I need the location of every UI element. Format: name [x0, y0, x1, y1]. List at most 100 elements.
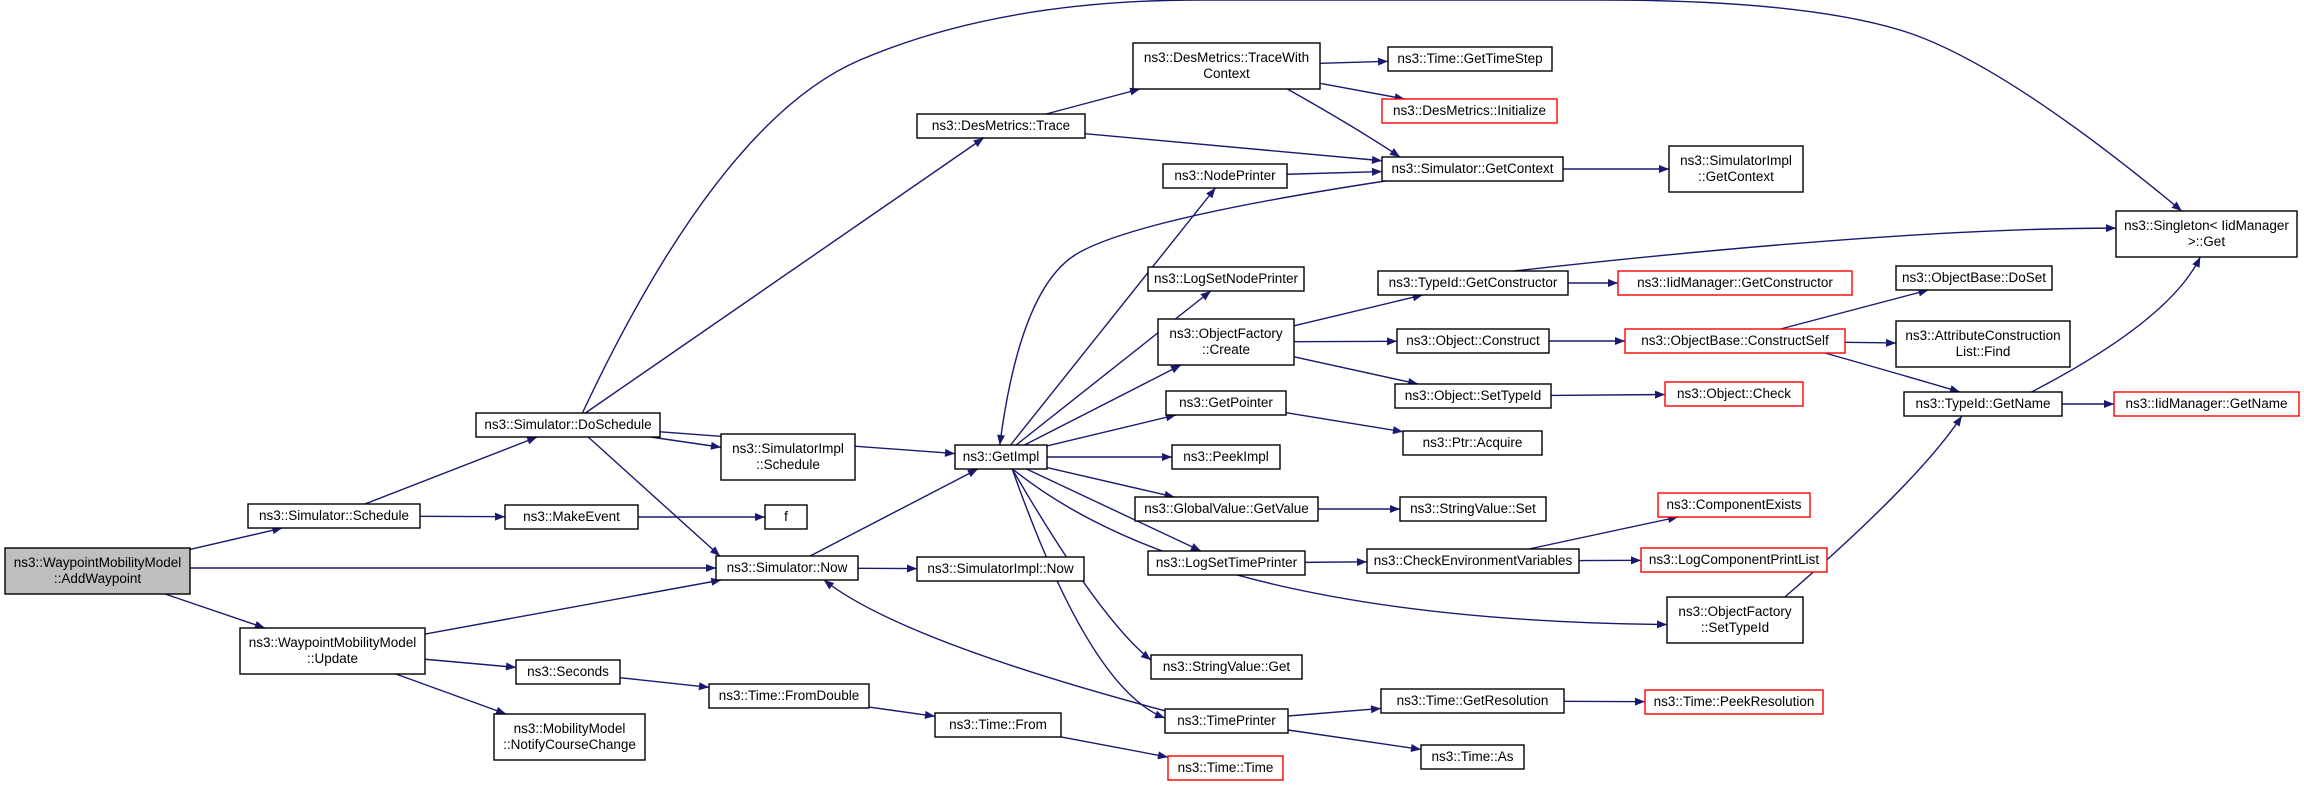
edge-time_from-to-time_time [1060, 736, 1169, 760]
edge-arrowhead [1170, 365, 1181, 374]
node-sim_getcontext[interactable]: ns3::Simulator::GetContext [1381, 156, 1564, 182]
node-iidmanager_getname[interactable]: ns3::IidManager::GetName [2113, 391, 2300, 417]
node-time_fromdouble[interactable]: ns3::Time::FromDouble [708, 683, 870, 709]
node-label-line: ns3::IidManager::GetConstructor [1637, 275, 1833, 290]
edge-arrowhead [1654, 390, 1665, 399]
node-checkenvvars[interactable]: ns3::CheckEnvironmentVariables [1366, 548, 1580, 574]
node-label-line: ns3::Time::From [949, 717, 1047, 732]
node-label-line: ::AddWaypoint [54, 571, 142, 586]
node-root[interactable]: ns3::WaypointMobilityModel::AddWaypoint [4, 547, 191, 595]
node-box [1668, 145, 1804, 193]
nodes-layer: ns3::WaypointMobilityModel::AddWaypointn… [4, 42, 2300, 781]
node-singleton_get[interactable]: ns3::Singleton< IidManager>::Get [2115, 210, 2298, 258]
node-box [1157, 318, 1295, 366]
node-typeid_getconstructor[interactable]: ns3::TypeId::GetConstructor [1377, 270, 1569, 296]
node-time_from[interactable]: ns3::Time::From [934, 712, 1062, 738]
node-notifycoursechange[interactable]: ns3::MobilityModel::NotifyCourseChange [493, 713, 646, 761]
edge-line [1528, 516, 1679, 550]
node-label-line: ns3::Simulator::Now [727, 560, 848, 575]
edge-arrowhead [1377, 57, 1388, 66]
node-box [1895, 320, 2071, 368]
edge-arrowhead [973, 138, 984, 147]
node-seconds[interactable]: ns3::Seconds [515, 659, 621, 685]
node-sim_now[interactable]: ns3::Simulator::Now [715, 555, 859, 581]
edge-arrowhead [755, 513, 765, 521]
edge-desmetrics_tracewithcontext-to-time_gettimestep [1319, 57, 1389, 66]
node-label-line: ns3::PeekImpl [1183, 449, 1269, 464]
node-ptr_acquire[interactable]: ns3::Ptr::Acquire [1402, 430, 1543, 456]
node-label-line: ns3::Object::Check [1677, 386, 1791, 401]
edge-line [1319, 82, 1405, 100]
node-objectfactory_create[interactable]: ns3::ObjectFactory::Create [1157, 318, 1295, 366]
node-label-line: ns3::MakeEvent [523, 509, 620, 524]
node-globalvalue_getvalue[interactable]: ns3::GlobalValue::GetValue [1134, 496, 1319, 522]
node-object_check[interactable]: ns3::Object::Check [1664, 381, 1804, 407]
node-stringvalue_set[interactable]: ns3::StringValue::Set [1399, 496, 1547, 522]
node-time_peekresolution[interactable]: ns3::Time::PeekResolution [1644, 689, 1824, 715]
node-stringvalue_get[interactable]: ns3::StringValue::Get [1150, 654, 1303, 680]
node-label-line: ns3::Object::Construct [1406, 333, 1540, 348]
edge-getimpl-to-objectfactory_settypeid [1012, 468, 1668, 629]
node-peekimpl[interactable]: ns3::PeekImpl [1171, 444, 1281, 470]
edge-arrowhead [698, 682, 709, 691]
node-wmm_update[interactable]: ns3::WaypointMobilityModel::Update [239, 627, 426, 675]
node-box [1396, 328, 1550, 354]
node-simimpl_now[interactable]: ns3::SimulatorImpl::Now [916, 556, 1085, 582]
node-typeid_getname[interactable]: ns3::TypeId::GetName [1903, 391, 2063, 417]
edge-line [1824, 352, 1961, 393]
node-f[interactable]: f [764, 504, 808, 530]
node-time_gettimestep[interactable]: ns3::Time::GetTimeStep [1387, 46, 1553, 72]
edge-line [364, 436, 538, 505]
node-label-line: ns3::Time::GetResolution [1397, 693, 1549, 708]
node-box [1644, 689, 1824, 715]
node-box [1895, 265, 2053, 291]
node-logcomponentprintlist[interactable]: ns3::LogComponentPrintList [1640, 547, 1828, 573]
node-sim_schedule[interactable]: ns3::Simulator::Schedule [247, 503, 421, 529]
edge-logsettimeprinter-to-checkenvvars [1304, 557, 1368, 566]
node-box [504, 504, 639, 530]
node-simimpl_getcontext[interactable]: ns3::SimulatorImpl::GetContext [1668, 145, 1804, 193]
node-label-line: ns3::GetPointer [1179, 395, 1273, 410]
edge-arrowhead [706, 564, 716, 572]
node-object_settypeid[interactable]: ns3::Object::SetTypeId [1394, 383, 1552, 409]
edge-arrowhead [254, 620, 265, 629]
node-box [1381, 156, 1564, 182]
node-logsetnodeprinter[interactable]: ns3::LogSetNodePrinter [1147, 266, 1305, 292]
node-box [1150, 654, 1303, 680]
node-time_getresolution[interactable]: ns3::Time::GetResolution [1380, 688, 1565, 714]
node-objectbase_doset[interactable]: ns3::ObjectBase::DoSet [1895, 265, 2053, 291]
node-objectbase_constructself[interactable]: ns3::ObjectBase::ConstructSelf [1624, 328, 1846, 354]
edge-sim_now-to-simimpl_now [857, 564, 918, 573]
node-iidmanager_getconstructor[interactable]: ns3::IidManager::GetConstructor [1617, 270, 1853, 296]
edge-timeprinter-to-time_getresolution [1287, 705, 1382, 717]
node-desmetrics_initialize[interactable]: ns3::DesMetrics::Initialize [1381, 98, 1558, 124]
edge-line [1780, 289, 1929, 330]
edge-line [1015, 290, 1212, 446]
edge-arrowhead [1608, 279, 1618, 287]
edge-arrowhead [495, 706, 507, 715]
node-simimpl_schedule[interactable]: ns3::SimulatorImpl::Schedule [720, 433, 856, 481]
edge-arrowhead [1630, 556, 1641, 565]
node-componentexists[interactable]: ns3::ComponentExists [1657, 492, 1811, 518]
node-logsettimeprinter[interactable]: ns3::LogSetTimePrinter [1147, 550, 1306, 576]
node-nodeprinter[interactable]: ns3::NodePrinter [1162, 163, 1288, 189]
edge-arrowhead [1371, 167, 1382, 176]
node-object_construct[interactable]: ns3::Object::Construct [1396, 328, 1550, 354]
node-timeprinter[interactable]: ns3::TimePrinter [1164, 708, 1289, 734]
edge-arrowhead [1952, 416, 1962, 427]
node-time_time[interactable]: ns3::Time::Time [1167, 755, 1284, 781]
node-getimpl[interactable]: ns3::GetImpl [954, 444, 1048, 470]
node-desmetrics_trace[interactable]: ns3::DesMetrics::Trace [916, 113, 1086, 139]
edge-line [424, 579, 722, 635]
node-time_as[interactable]: ns3::Time::As [1420, 744, 1525, 770]
node-box [720, 433, 856, 481]
node-sim_doschedule[interactable]: ns3::Simulator::DoSchedule [475, 412, 661, 438]
node-objectfactory_settypeid[interactable]: ns3::ObjectFactory::SetTypeId [1666, 596, 1804, 644]
edge-sim_now-to-getimpl [809, 468, 979, 557]
node-makeevent[interactable]: ns3::MakeEvent [504, 504, 639, 530]
node-getpointer[interactable]: ns3::GetPointer [1165, 390, 1287, 416]
node-label-line: ns3::ObjectFactory [1678, 604, 1792, 619]
node-box [1420, 744, 1525, 770]
